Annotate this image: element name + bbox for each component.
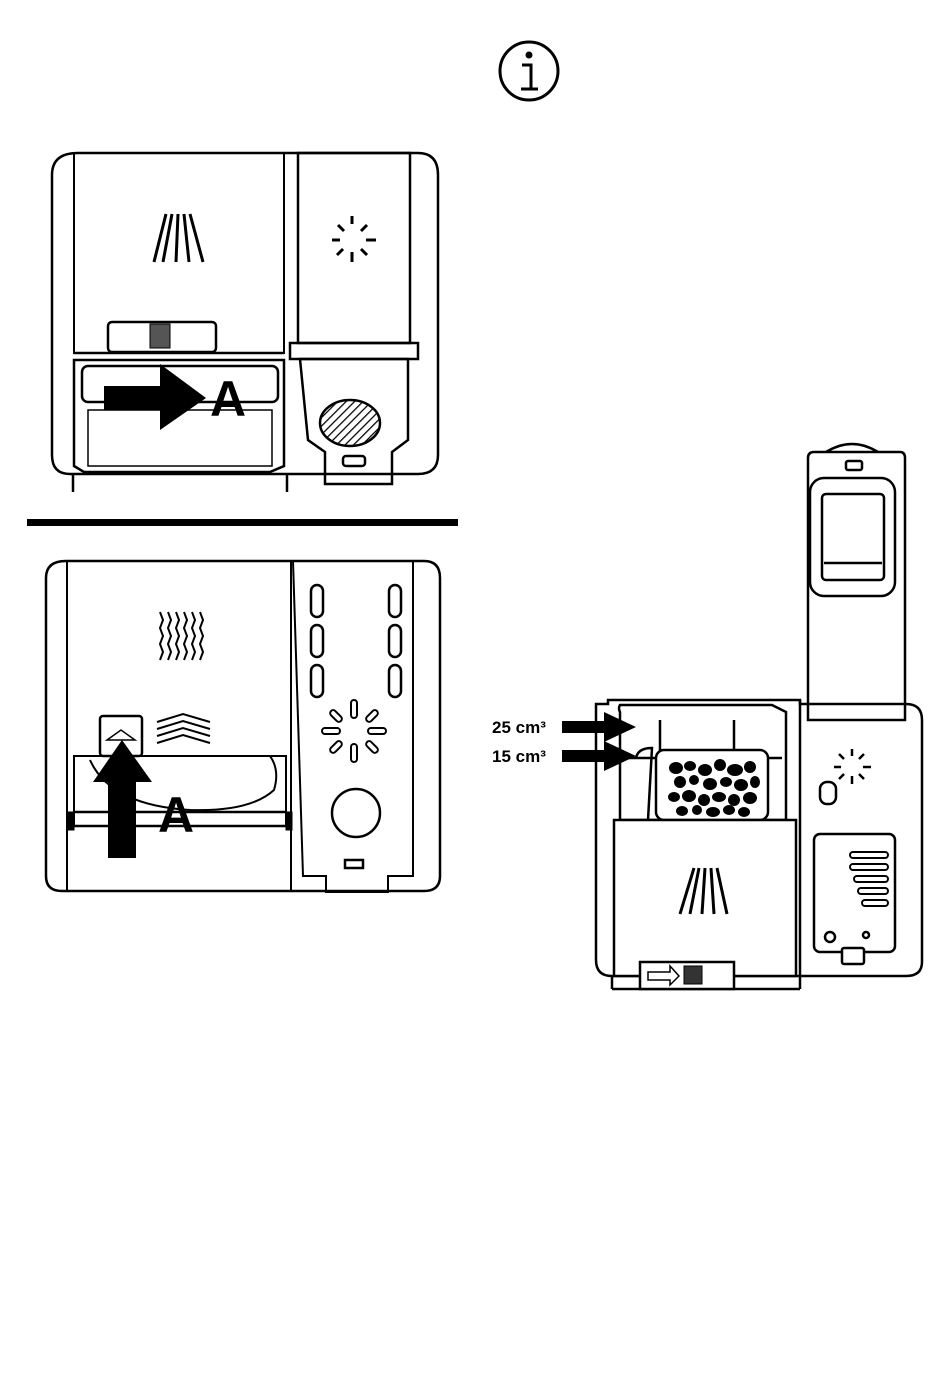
- figure-divider: [27, 519, 458, 526]
- water-level-bars: [850, 852, 888, 906]
- rinse-aid-sparkle-icon: [834, 749, 871, 784]
- dose-label-25: 25 cm³: [492, 718, 546, 737]
- dispenser-refill-figure: [596, 444, 922, 989]
- callout-letter-a: A: [158, 787, 194, 843]
- info-icon: [500, 42, 558, 100]
- rinse-aid-sparkle-icon: [332, 216, 376, 262]
- rinse-aid-sparkle-icon: [322, 700, 386, 762]
- push-arrow-up: [93, 740, 152, 858]
- dispenser-open-figure: [46, 561, 440, 892]
- dose-label-15: 15 cm³: [492, 747, 546, 766]
- callout-letter-a: A: [210, 371, 246, 427]
- insert-arrow-right: [104, 364, 206, 430]
- detergent-spray-icon: [160, 612, 203, 660]
- detergent-spray-icon: [154, 214, 203, 262]
- dispenser-closed-figure: [52, 153, 438, 492]
- open-lid-chevron-icon: [157, 714, 210, 743]
